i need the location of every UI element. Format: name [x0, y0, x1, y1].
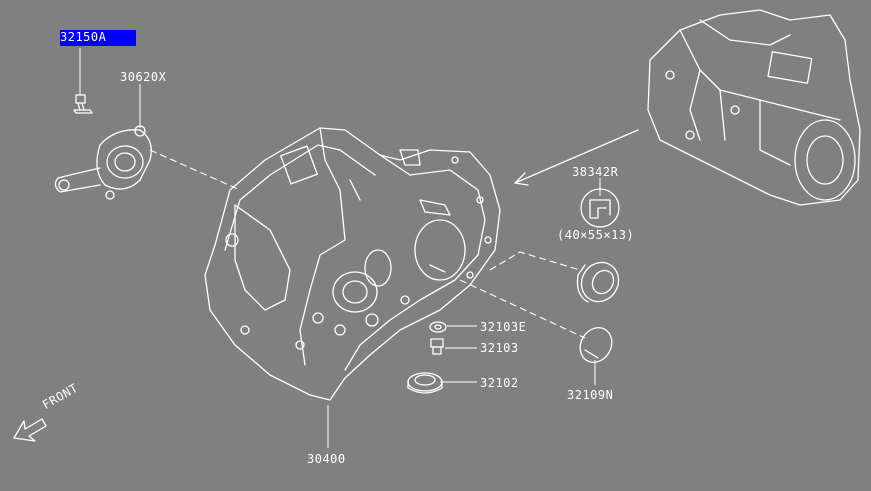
cap-32109N-drawing: [579, 327, 613, 363]
dashed-lines: [149, 149, 586, 339]
part-label-32102[interactable]: 32102: [480, 376, 519, 390]
front-arrow-icon: [13, 418, 47, 442]
part-label-32109N[interactable]: 32109N: [567, 388, 614, 402]
part-label-38342R[interactable]: 38342R: [572, 165, 619, 179]
transmission-case-drawing: [204, 127, 501, 401]
seal-section-icon: [580, 188, 620, 228]
plug-32103-drawing: [430, 338, 444, 355]
washer-32103E-drawing: [429, 321, 447, 333]
seal-32102-drawing: [407, 372, 443, 394]
part-label-32103[interactable]: 32103: [480, 341, 519, 355]
part-label-32103E[interactable]: 32103E: [480, 320, 527, 334]
assembly-arrow: [514, 129, 639, 186]
transmission-assembly-drawing: [647, 9, 861, 206]
seal-size-text: (40×55×13): [557, 228, 635, 242]
leader-lines: [79, 48, 601, 448]
part-label-30400[interactable]: 30400: [307, 452, 346, 466]
part-label-32150A[interactable]: 32150A: [60, 30, 137, 46]
bolt-32150A-drawing: [73, 94, 93, 114]
part-label-30620X[interactable]: 30620X: [120, 70, 167, 84]
release-bearing-drawing: [54, 125, 152, 200]
oil-seal-38342R-drawing: [576, 261, 620, 303]
